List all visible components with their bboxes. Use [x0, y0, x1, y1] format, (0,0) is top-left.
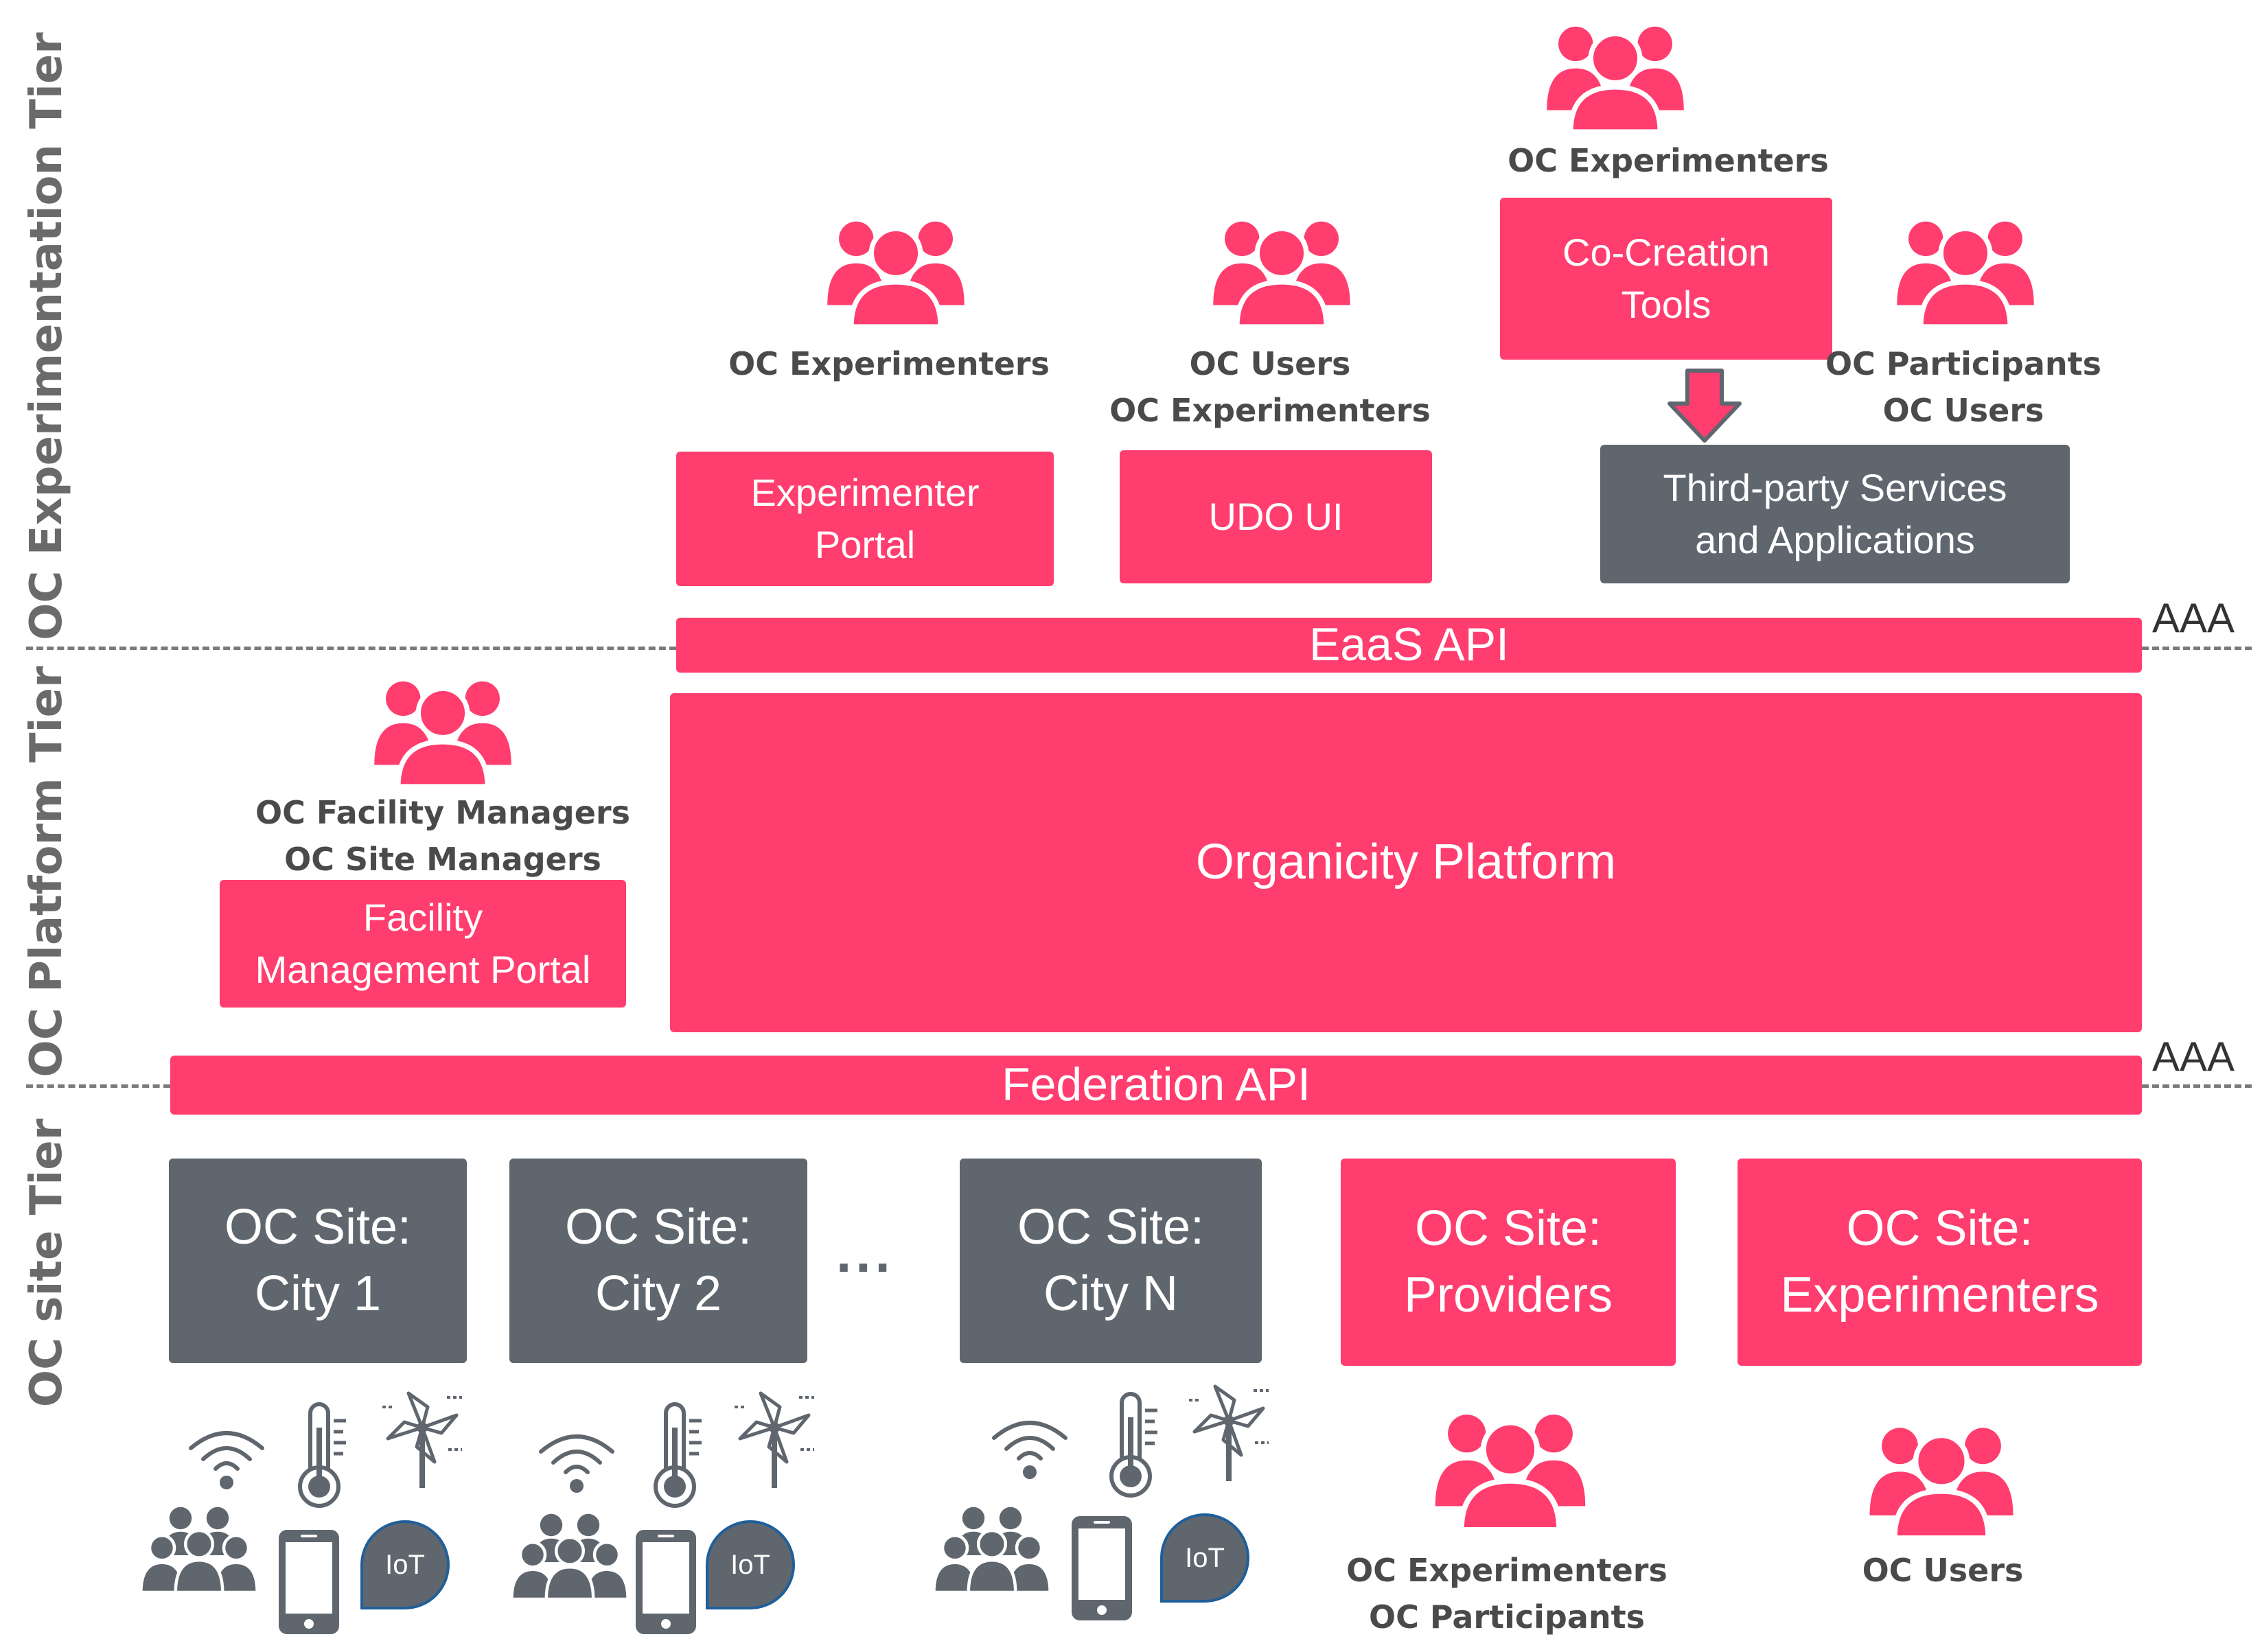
thermometer-icon [651, 1400, 706, 1510]
facility-management-portal-box: Facility Management Portal [220, 880, 626, 1008]
aaa-label-bottom: AAA [2152, 1034, 2235, 1080]
smartphone-icon [632, 1527, 700, 1637]
wind-turbine-icon [1188, 1380, 1270, 1482]
wifi-icon [185, 1421, 268, 1489]
people-group-icon [371, 671, 515, 787]
role-label-providers: OC Experimenters OC Participants [1346, 1552, 1667, 1636]
people-group-icon [1893, 211, 2038, 327]
people-group-icon [1866, 1417, 2017, 1538]
wifi-icon [535, 1424, 618, 1493]
site-providers-box: OC Site: Providers [1341, 1159, 1676, 1366]
co-creation-tools-box: Co-Creation Tools [1500, 198, 1832, 360]
aaa-label-top: AAA [2152, 595, 2235, 641]
iot-label: IoT [1185, 1542, 1225, 1573]
iot-label: IoT [730, 1549, 770, 1580]
tier-separator-bottom [26, 1084, 170, 1088]
crowd-icon [137, 1500, 261, 1592]
eaas-api-bar: EaaS API [676, 618, 2142, 673]
federation-api-bar: Federation API [170, 1056, 2142, 1115]
smartphone-icon [1067, 1513, 1136, 1623]
crowd-icon [930, 1500, 1054, 1592]
third-party-services-box: Third-party Services and Applications [1600, 445, 2070, 583]
iot-badge-icon: IoT [706, 1520, 795, 1609]
tier-label-site: OC site Tier [21, 1118, 72, 1408]
down-arrow-icon [1667, 369, 1742, 443]
site-city-2-box: OC Site: City 2 [509, 1159, 807, 1363]
thermometer-icon [295, 1400, 350, 1510]
tier-separator-top-right [2142, 647, 2252, 650]
site-experimenters-box: OC Site: Experimenters [1738, 1159, 2142, 1366]
crowd-icon [508, 1506, 632, 1599]
people-group-icon [1431, 1404, 1589, 1530]
organicity-platform-box: Organicity Platform [670, 693, 2142, 1032]
people-group-icon [1543, 16, 1687, 132]
site-city-1-box: OC Site: City 1 [169, 1159, 467, 1363]
iot-label: IoT [385, 1549, 425, 1580]
role-label-co-creation: OC Experimenters [1508, 142, 1829, 179]
iot-badge-icon: IoT [1160, 1513, 1249, 1603]
site-city-n-box: OC Site: City N [960, 1159, 1262, 1363]
iot-badge-icon: IoT [360, 1520, 450, 1609]
people-group-icon [1210, 211, 1354, 327]
role-label-portal: OC Experimenters [728, 345, 1050, 382]
tier-label-platform: OC Platform Tier [21, 666, 72, 1078]
role-label-third-party: OC Participants OC Users [1825, 345, 2101, 429]
role-label-site-experimenters: OC Users [1862, 1552, 2024, 1589]
tier-separator-top [26, 647, 676, 650]
tier-separator-bottom-right [2142, 1084, 2252, 1088]
people-group-icon [824, 211, 968, 327]
role-label-udo: OC Users OC Experimenters [1109, 345, 1431, 429]
experimenter-portal-box: Experimenter Portal [676, 452, 1054, 586]
wind-turbine-icon [733, 1386, 816, 1489]
wifi-icon [989, 1410, 1071, 1479]
ellipsis: ... [836, 1222, 895, 1283]
role-label-facility: OC Facility Managers OC Site Managers [255, 794, 630, 878]
thermometer-icon [1107, 1390, 1162, 1500]
wind-turbine-icon [381, 1386, 463, 1489]
smartphone-icon [275, 1527, 343, 1637]
udo-ui-box: UDO UI [1120, 450, 1432, 583]
tier-label-experimentation: OC Experimentation Tier [21, 32, 72, 640]
